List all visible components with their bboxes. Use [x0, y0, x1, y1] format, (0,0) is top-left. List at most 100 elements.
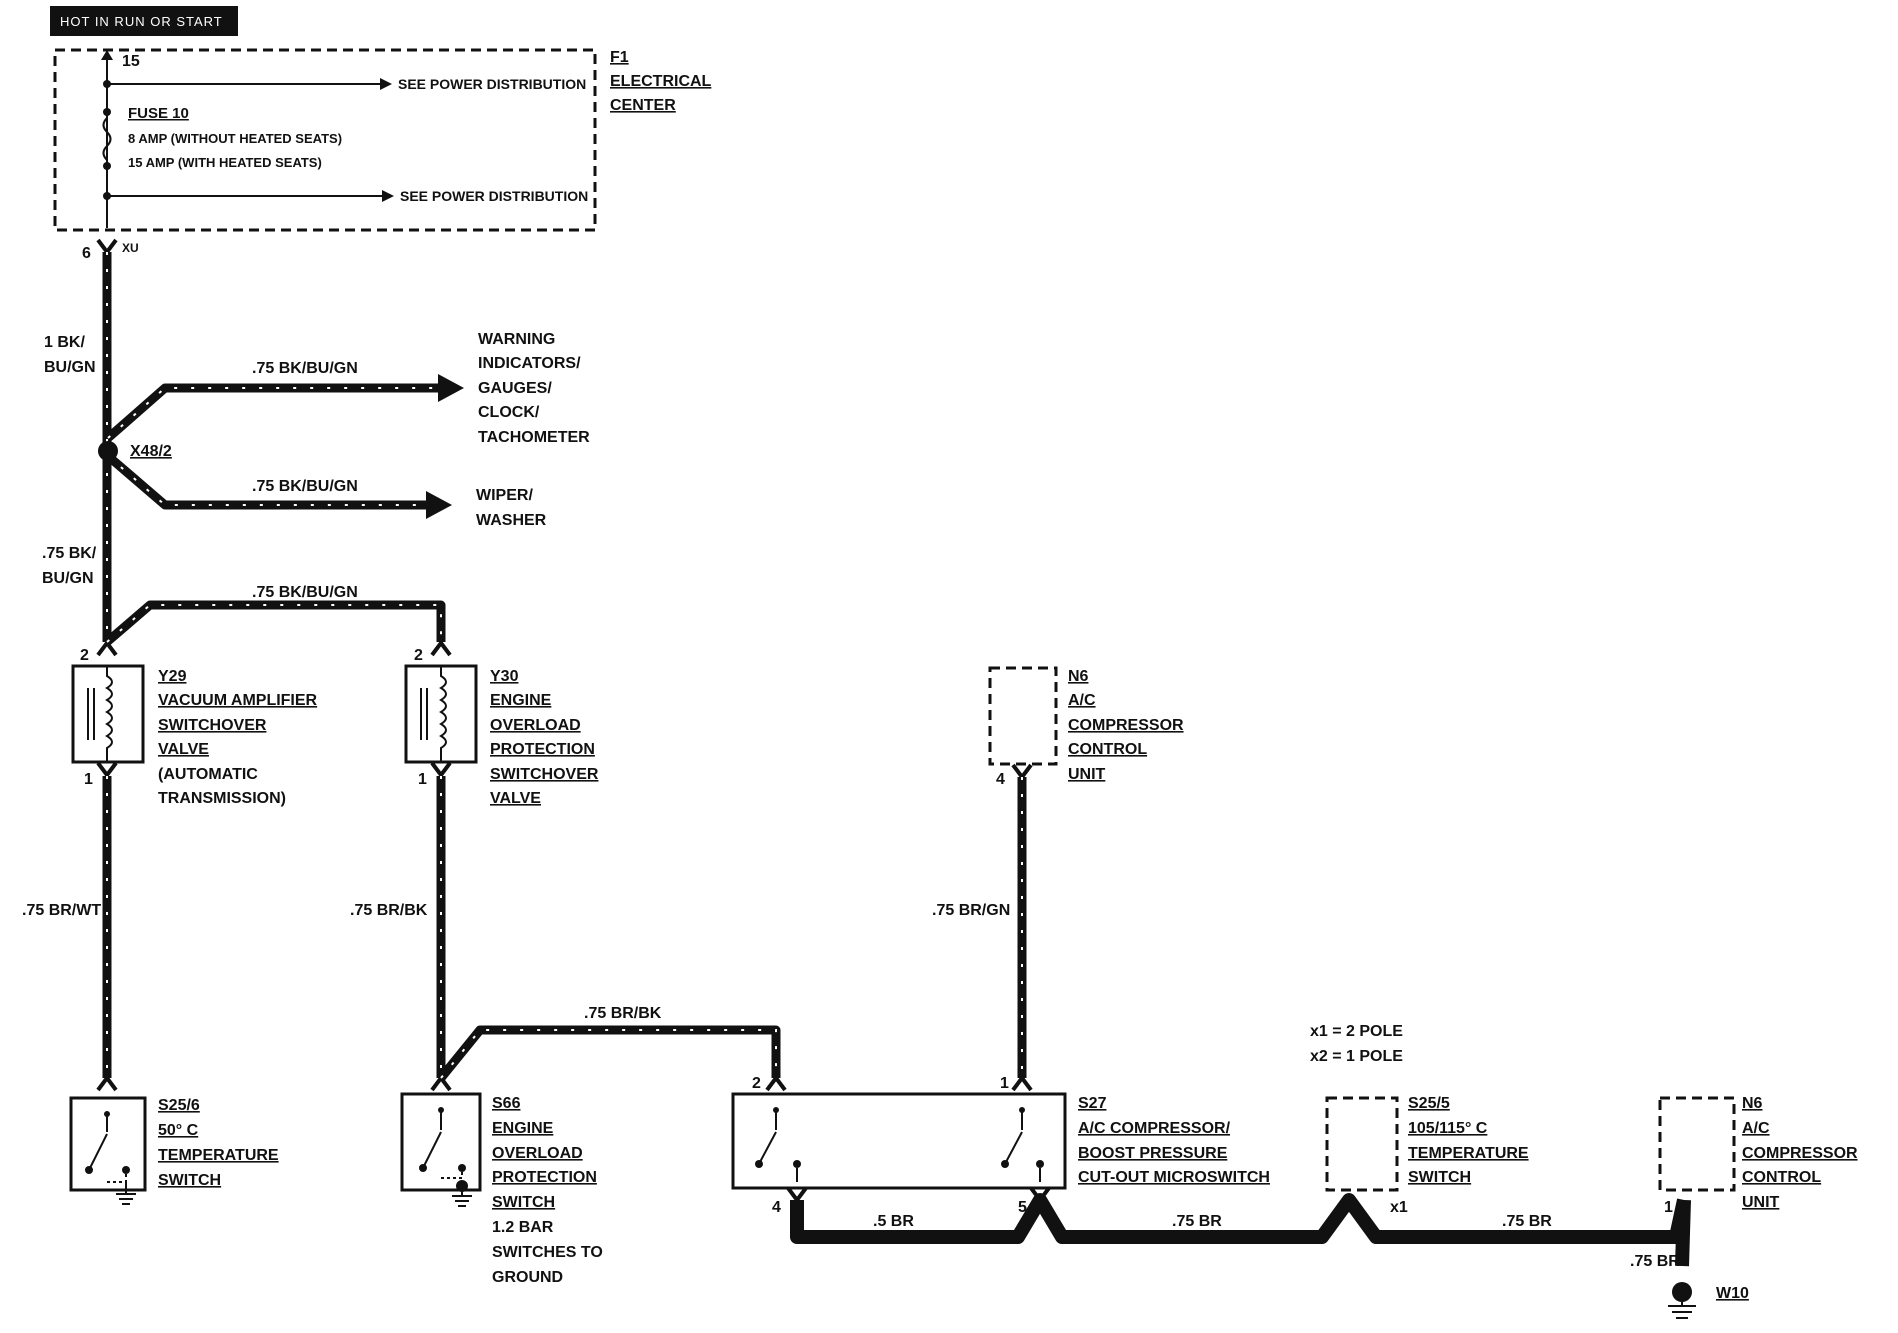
wire-label: .75 BR	[1502, 1213, 1552, 1230]
n6-top-label: A/C	[1068, 692, 1096, 709]
fuse-icon	[102, 117, 112, 161]
xu-connector-label: XU	[122, 241, 139, 255]
splice-label: X48/2	[130, 443, 172, 460]
s25-5-box	[1325, 1096, 1399, 1192]
wire-label: .75 BK/BU/GN	[252, 360, 358, 377]
f1-ref: F1	[610, 49, 629, 66]
n6-bottom-box	[1658, 1096, 1736, 1192]
fuse-terminal-dot	[103, 162, 111, 170]
wires	[102, 252, 1691, 1267]
destination-label: WASHER	[476, 512, 547, 529]
s27-label: A/C COMPRESSOR/	[1078, 1120, 1231, 1137]
switch-contact-icon	[755, 1160, 763, 1168]
n6-bottom-label: COMPRESSOR	[1742, 1145, 1858, 1162]
ground-icon	[1668, 1300, 1696, 1319]
see-power-distribution-2: SEE POWER DISTRIBUTION	[400, 188, 588, 204]
wire-stripe	[440, 1029, 777, 1079]
w10-label: W10	[1716, 1285, 1749, 1302]
fuse-rating-1: 8 AMP (WITHOUT HEATED SEATS)	[128, 131, 342, 146]
fuse-title: FUSE 10	[128, 105, 189, 122]
connector-chevron	[96, 238, 118, 254]
connector-chevron	[430, 761, 452, 777]
destination-label: WARNING	[478, 331, 555, 348]
arrow-right-icon	[438, 374, 464, 402]
wire-label: .75 BK/BU/GN	[252, 584, 358, 601]
y30-label: Y30	[490, 668, 519, 685]
switch-contact-icon	[122, 1166, 130, 1174]
s25-5-x1-label: x1	[1390, 1199, 1408, 1216]
s25-6-label: TEMPERATURE	[158, 1147, 279, 1164]
y29-label: TRANSMISSION)	[158, 790, 286, 807]
switch-blade-icon	[1005, 1131, 1023, 1163]
ground-point-icon	[1672, 1282, 1692, 1302]
switch-blade-icon	[89, 1133, 108, 1169]
wire-label: .75 BR	[1630, 1253, 1680, 1270]
s66-label: PROTECTION	[492, 1169, 597, 1186]
y30-label: VALVE	[490, 790, 541, 807]
switch-contact-icon	[85, 1166, 93, 1174]
s25-6-label: SWITCH	[158, 1172, 221, 1189]
y30-engine-overload-valve: 2 1 Y30 ENGINE OVERLOAD PROTECTION SWITC…	[404, 647, 599, 807]
connector-chevron	[765, 1076, 787, 1092]
s25-6-label: 50° C	[158, 1122, 199, 1139]
splice-x48-2	[98, 441, 118, 461]
hot-in-run-badge: HOT IN RUN OR START	[50, 6, 238, 36]
n6-bottom-label: UNIT	[1742, 1194, 1780, 1211]
y30-label: OVERLOAD	[490, 717, 581, 734]
ground-icon	[116, 1182, 136, 1205]
y30-label: PROTECTION	[490, 741, 595, 758]
wire-label: .5 BR	[873, 1213, 914, 1230]
electrical-center-name-1: ELECTRICAL	[610, 73, 712, 90]
arrow-right-icon	[426, 491, 452, 519]
wire-label: BU/GN	[44, 359, 96, 376]
n6-bottom-pin-1: 1	[1664, 1199, 1673, 1216]
destination-label: CLOCK/	[478, 404, 540, 421]
y29-vacuum-amplifier-valve: 2 1 Y29 VACUUM AMPLIFIER SWITCHOVER VALV…	[71, 647, 318, 807]
s66-engine-overload-switch: S66 ENGINE OVERLOAD PROTECTION SWITCH 1.…	[400, 1092, 603, 1286]
s27-pin-4: 4	[772, 1199, 781, 1216]
switch-contact-icon	[1036, 1160, 1044, 1168]
s27-label: S27	[1078, 1095, 1107, 1112]
pin-6-label: 6	[82, 245, 91, 262]
n6-top-pin-4: 4	[996, 771, 1005, 788]
connector-chevron	[786, 1186, 808, 1202]
switch-contact-icon	[793, 1160, 801, 1168]
switch-dashed-link-icon	[107, 1174, 127, 1183]
s66-label: OVERLOAD	[492, 1145, 583, 1162]
s25-5-temperature-switch: 1 x1 S25/5 105/115° C TEMPERATURE SWITCH	[1325, 1095, 1529, 1216]
bus-arrow-icon	[101, 50, 113, 60]
s27-pin-5: 5	[1018, 1199, 1027, 1216]
wire-label: .75 BK/	[42, 545, 97, 562]
connector-chevron	[96, 1076, 118, 1092]
y30-pin-1: 1	[418, 771, 427, 788]
warning-branch-wire	[105, 383, 440, 442]
s66-box	[400, 1092, 482, 1192]
pole-note-line: x1 = 2 POLE	[1310, 1023, 1403, 1040]
ground-return-wire	[790, 1193, 1691, 1244]
s66-label: 1.2 BAR	[492, 1219, 554, 1236]
electrical-center-name-2: CENTER	[610, 97, 676, 114]
hot-in-run-label: HOT IN RUN OR START	[60, 14, 223, 29]
wire-label: .75 BR/BK	[350, 902, 428, 919]
s66-label: S66	[492, 1095, 521, 1112]
n6-compressor-control-unit-bottom: 1 N6 A/C COMPRESSOR CONTROL UNIT	[1658, 1095, 1858, 1216]
connector-chevron	[430, 1076, 452, 1092]
n6-compressor-control-unit-top: 4 N6 A/C COMPRESSOR CONTROL UNIT	[988, 666, 1184, 788]
wire-label: 1 BK/	[44, 334, 85, 351]
y29-pin-1: 1	[84, 771, 93, 788]
y29-pin-2: 2	[80, 647, 89, 664]
wire-label: .75 BR/BK	[584, 1005, 662, 1022]
y29-label: SWITCHOVER	[158, 717, 267, 734]
s27-box	[731, 1092, 1067, 1190]
s66-label: ENGINE	[492, 1120, 554, 1137]
wire-label: BU/GN	[42, 570, 94, 587]
destination-label: TACHOMETER	[478, 429, 590, 446]
switch-dashed-link-icon	[441, 1172, 463, 1179]
y30-label: ENGINE	[490, 692, 552, 709]
electrical-center-box	[53, 48, 597, 232]
s27-label: BOOST PRESSURE	[1078, 1145, 1228, 1162]
wire-label: .75 BR/WT	[22, 902, 101, 919]
connector-chevron	[96, 761, 118, 777]
